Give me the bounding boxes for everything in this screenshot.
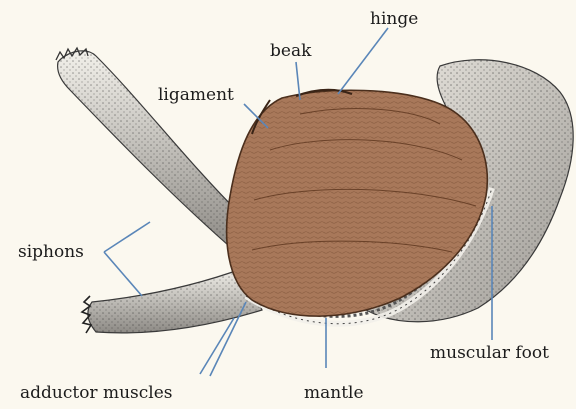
label-adductor-muscles: adductor muscles	[20, 383, 173, 403]
upper-siphon-illustration	[56, 48, 240, 252]
label-hinge: hinge	[370, 9, 418, 29]
leader-line-siphons-upper	[104, 222, 150, 252]
leader-line-adductor-left	[200, 318, 234, 374]
label-siphons: siphons	[18, 242, 84, 262]
leader-line-siphons-lower	[104, 252, 142, 296]
label-mantle: mantle	[304, 383, 364, 403]
label-muscular-foot: muscular foot	[430, 343, 549, 363]
leader-line-hinge	[338, 28, 388, 94]
label-beak: beak	[270, 41, 312, 61]
label-ligament: ligament	[158, 85, 234, 105]
